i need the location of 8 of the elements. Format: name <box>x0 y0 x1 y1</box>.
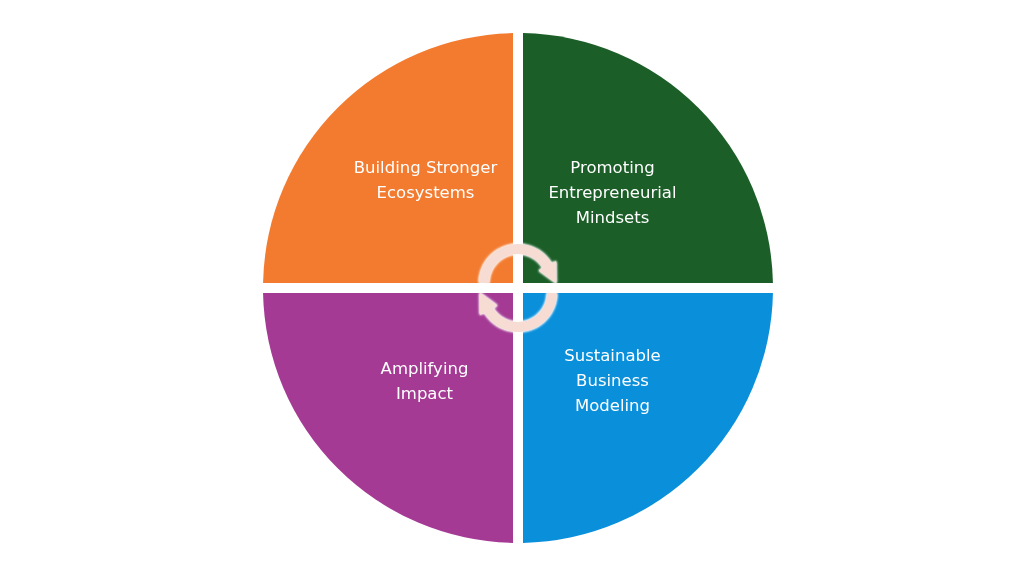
quadrant-segment <box>523 293 773 543</box>
segment-label: Sustainable Business Modeling <box>563 345 662 417</box>
segment-label: Building Stronger Ecosystems <box>353 157 498 204</box>
quadrant-segment <box>523 33 773 283</box>
quadrant-segment <box>263 293 513 543</box>
segment-label: Promoting Entrepreneurial Mindsets <box>547 157 678 229</box>
segment-label: Amplifying Impact <box>379 358 470 405</box>
quadrant-segment <box>263 33 513 283</box>
